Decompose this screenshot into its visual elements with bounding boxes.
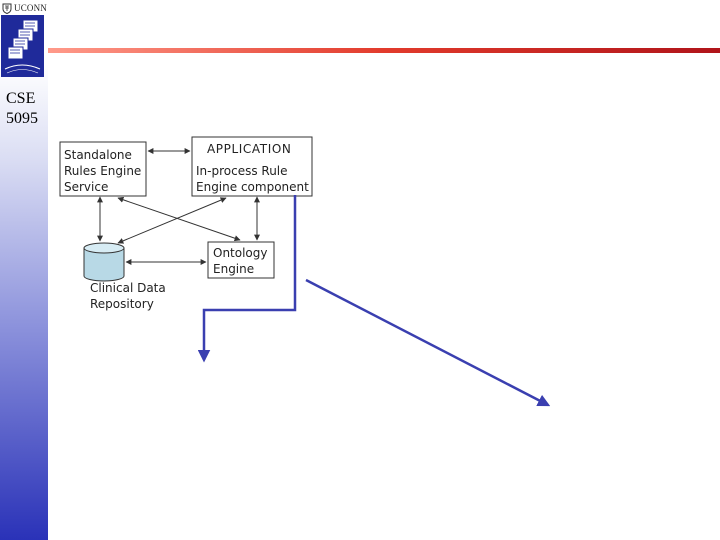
standalone-service-box <box>59 141 147 197</box>
application-header-label: APPLICATION <box>207 142 292 156</box>
blue-diagonal-arrow <box>305 278 551 407</box>
course-code: CSE 5095 <box>6 89 38 129</box>
inprocess-engine-label: In-process Rule Engine component <box>196 164 309 194</box>
stacked-documents-logo-icon <box>1 15 44 77</box>
ontology-engine-label: Ontology Engine <box>213 246 268 276</box>
header-rule <box>48 48 720 53</box>
application-box <box>191 136 313 197</box>
clinical-repository-label: Clinical Data Repository <box>90 281 166 311</box>
blue-elbow-arrow <box>197 195 297 363</box>
database-cylinder-icon <box>83 242 125 282</box>
course-line-2: 5095 <box>6 110 38 127</box>
institution-name: UCONN <box>14 3 48 13</box>
ontology-engine-box <box>207 241 275 279</box>
application-to-repository-arrow <box>117 197 227 244</box>
standalone-to-ontology-arrow <box>117 196 241 242</box>
course-line-1: CSE <box>6 90 36 107</box>
university-seal-icon <box>2 3 12 14</box>
uconn-header: UCONN <box>2 1 47 15</box>
standalone-service-label: Standalone Rules Engine Service <box>64 148 142 194</box>
sidebar: UCONN CSE 5095 <box>0 0 48 540</box>
